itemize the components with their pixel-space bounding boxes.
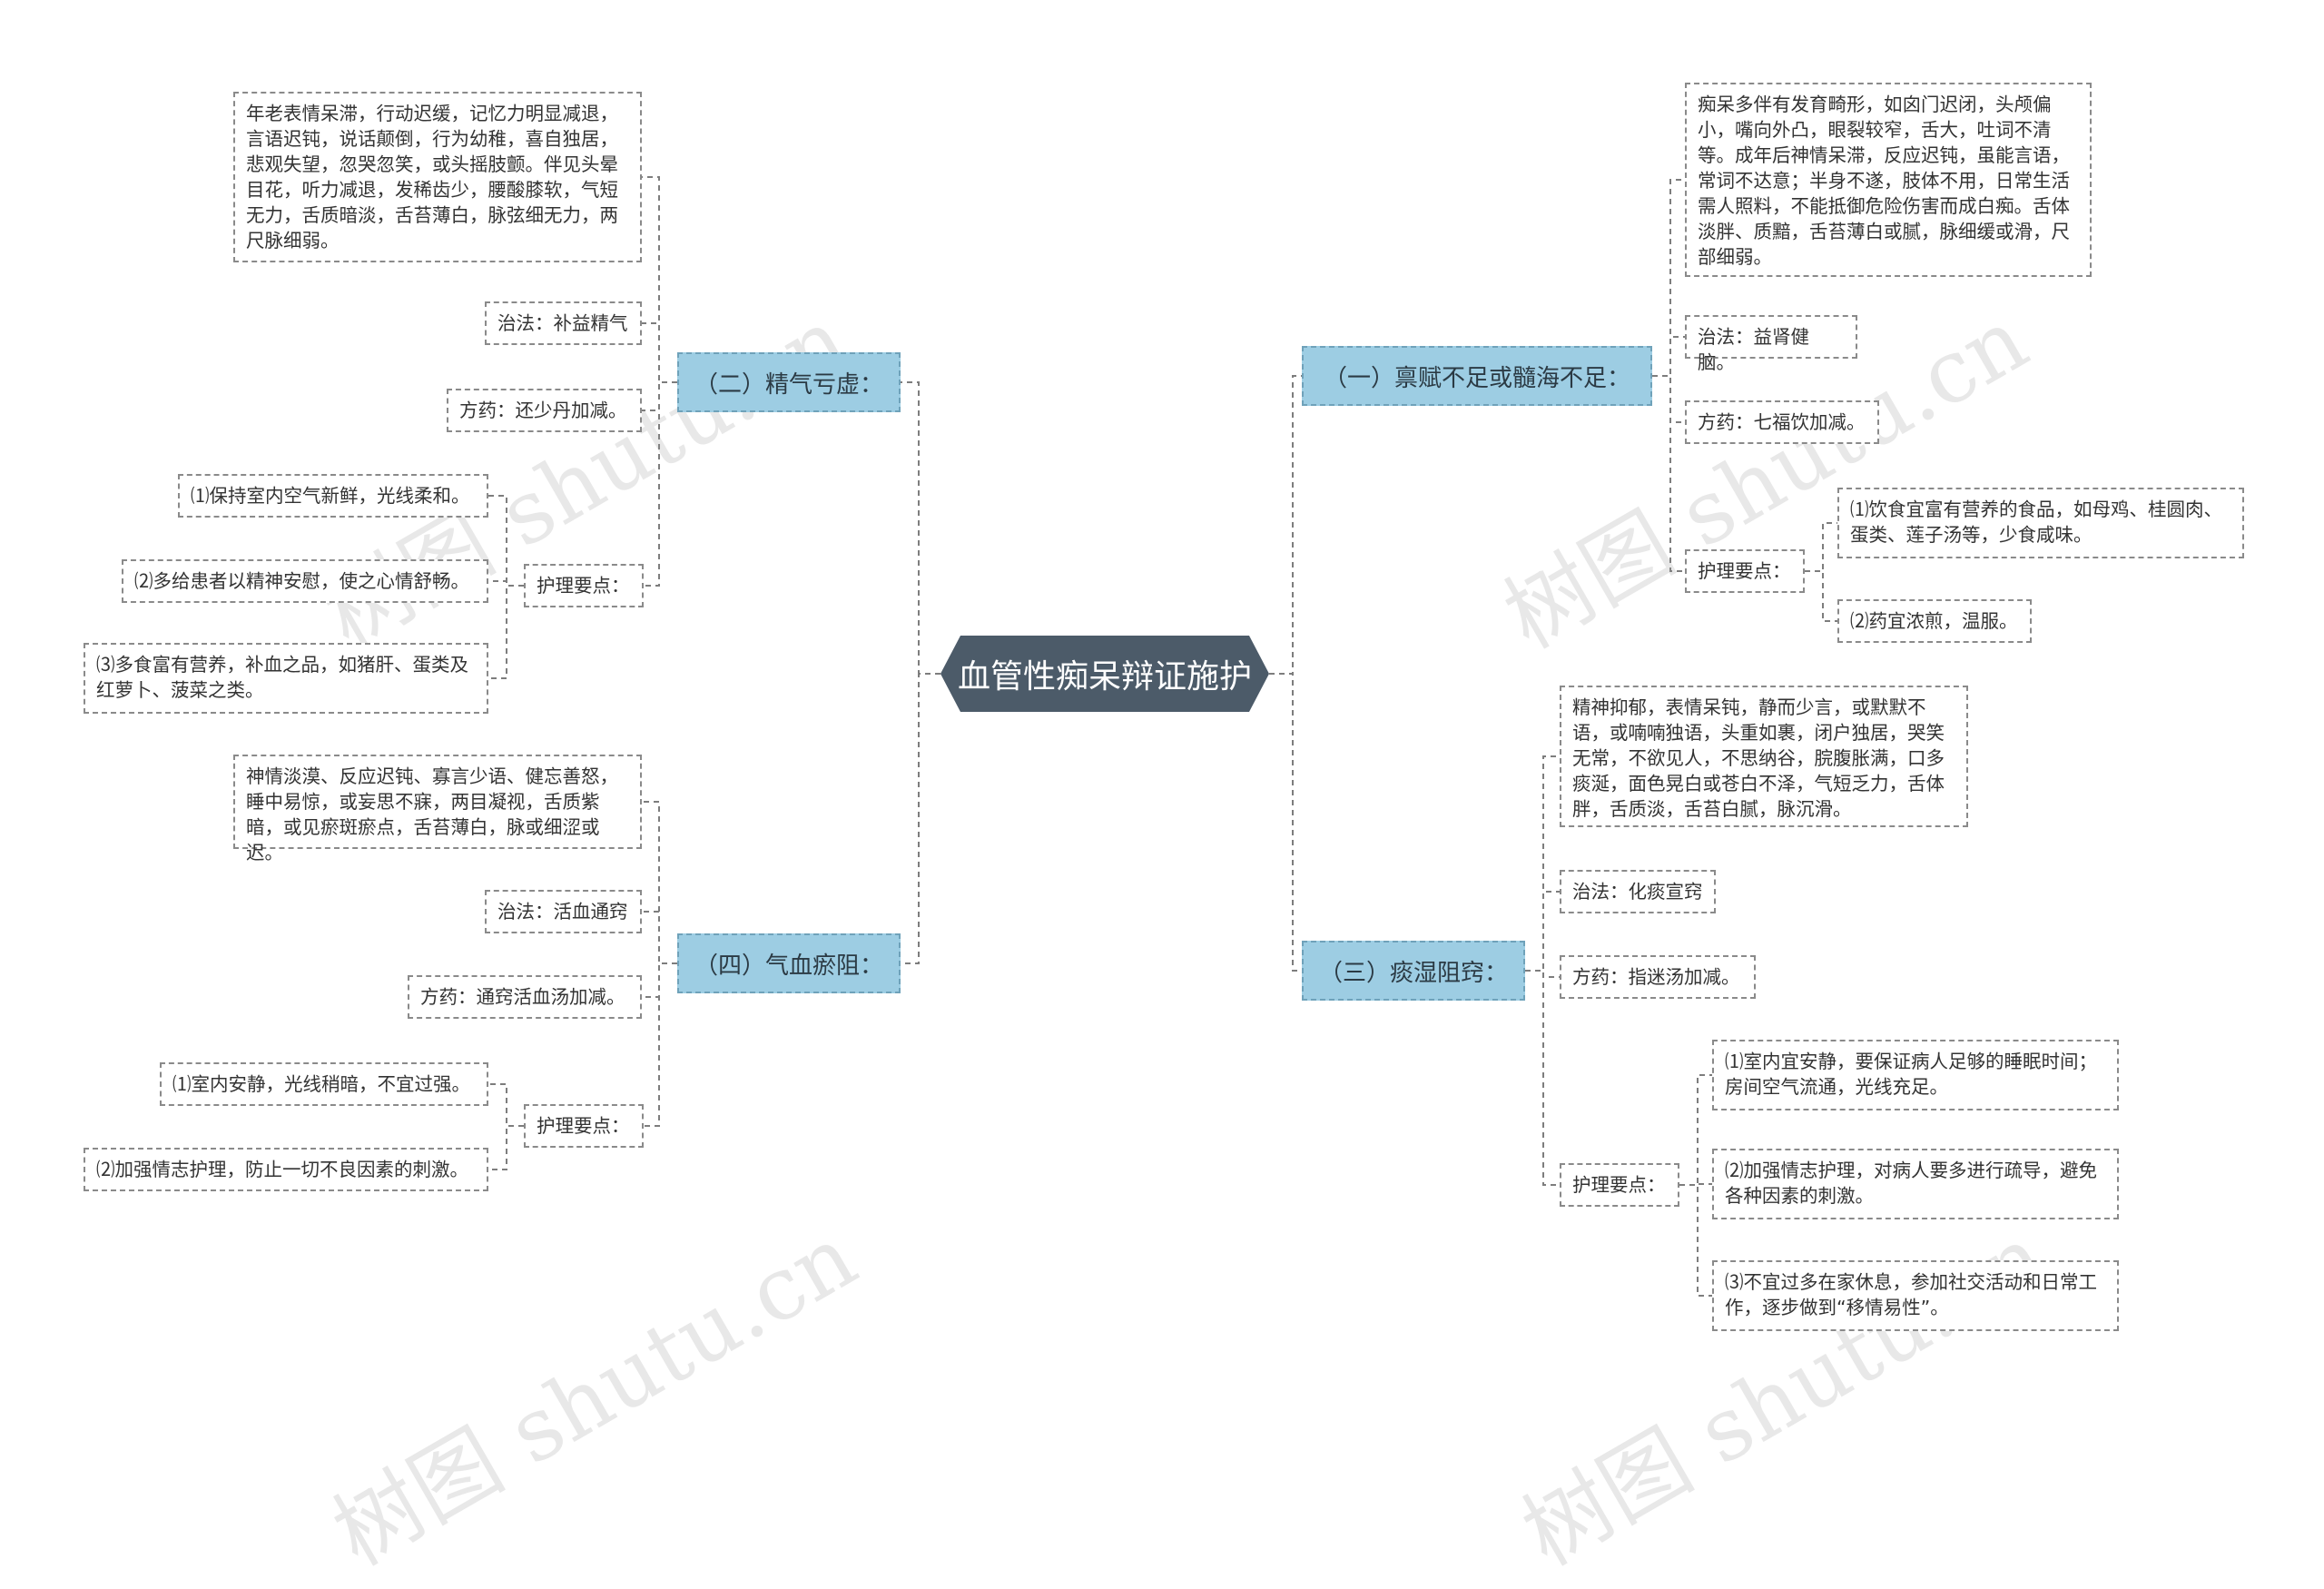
branch-2-nursing-item-1[interactable]: ⑴保持室内空气新鲜，光线柔和。	[178, 474, 488, 518]
connector	[1652, 179, 1685, 377]
branch-2-formula[interactable]: 方药：还少丹加减。	[447, 389, 642, 432]
connector	[488, 580, 524, 587]
connector-lines	[488, 176, 1837, 1297]
connector	[1652, 336, 1685, 377]
branch-4-formula[interactable]: 方药：通窍活血汤加减。	[408, 975, 642, 1019]
branch-4-treatment-method[interactable]: 治法：活血通窍	[485, 890, 642, 933]
connector	[644, 962, 677, 1127]
branch-3-nursing-item-1[interactable]: ⑴室内宜安静，要保证病人足够的睡眠时间；房间空气流通，光线充足。	[1712, 1040, 2119, 1110]
connector	[1679, 1074, 1712, 1186]
connector	[1525, 891, 1560, 972]
connector	[642, 322, 677, 383]
branch-4-nursing-item-1[interactable]: ⑴室内安静，光线稍暗，不宜过强。	[160, 1062, 488, 1106]
branch-3-title[interactable]: （三）痰湿阻窍：	[1302, 941, 1525, 1001]
mindmap-canvas: 树图 shutu.cn 树图 shutu.cn 树图 shutu.cn 树图 s…	[84, 83, 2244, 1585]
connector	[1652, 375, 1685, 572]
branch-3-treatment-method[interactable]: 治法：化痰宣窍	[1560, 870, 1716, 913]
branch-2-nursing-item-3[interactable]: ⑶多食富有营养，补血之品，如猪肝、蛋类及红萝卜、菠菜之类。	[84, 643, 488, 714]
connector	[488, 495, 524, 587]
branch-1-formula[interactable]: 方药：七福饮加减。	[1685, 400, 1879, 444]
branch-3-nursing-item-2[interactable]: ⑵加强情志护理，对病人要多进行疏导，避免各种因素的刺激。	[1712, 1149, 2119, 1219]
branch-1-nursing-label[interactable]: 护理要点：	[1685, 549, 1805, 593]
branch-2-symptoms[interactable]: 年老表情呆滞，行动迟缓，记忆力明显减退，言语迟钝，说话颠倒，行为幼稚，喜自独居，…	[233, 92, 642, 262]
root-topic[interactable]: 血管性痴呆辩证施护	[940, 636, 1269, 712]
connector	[488, 1125, 524, 1170]
connector	[488, 1083, 524, 1127]
branch-2-title[interactable]: （二）精气亏虚：	[677, 352, 901, 412]
connector	[642, 176, 677, 383]
branch-2-nursing-label[interactable]: 护理要点：	[524, 564, 644, 607]
connector	[1525, 755, 1560, 972]
branch-2-treatment-method[interactable]: 治法：补益精气	[485, 301, 642, 345]
connector	[1269, 375, 1302, 675]
connector	[1805, 522, 1837, 572]
connector	[1679, 1184, 1712, 1297]
branch-4-symptoms[interactable]: 神情淡漠、反应迟钝、寡言少语、健忘善怒，睡中易惊，或妄思不寐，两目凝视，舌质紫暗…	[233, 755, 642, 864]
branch-3-formula[interactable]: 方药：指迷汤加减。	[1560, 955, 1756, 999]
branch-3-nursing-label[interactable]: 护理要点：	[1560, 1163, 1679, 1207]
connector	[1652, 375, 1685, 423]
connector	[901, 381, 940, 675]
branch-4-nursing-label[interactable]: 护理要点：	[524, 1104, 644, 1148]
branch-2-nursing-item-2[interactable]: ⑵多给患者以精神安慰，使之心情舒畅。	[122, 559, 488, 603]
branch-3-symptoms[interactable]: 精神抑郁，表情呆钝，静而少言，或默默不语，或喃喃独语，头重如裹，闭户独居，哭笑无…	[1560, 686, 1968, 827]
connector	[644, 381, 677, 587]
branch-1-symptoms[interactable]: 痴呆多伴有发育畸形，如囟门迟闭，头颅偏小，嘴向外凸，眼裂较窄，舌大，吐词不清等。…	[1685, 83, 2092, 277]
branch-1-nursing-item-2[interactable]: ⑵药宜浓煎，温服。	[1837, 599, 2032, 643]
connector	[1805, 570, 1837, 622]
connector	[642, 911, 677, 964]
connector	[488, 585, 524, 679]
branch-1-title[interactable]: （一）禀赋不足或髓海不足：	[1302, 346, 1652, 406]
connector	[1269, 673, 1302, 972]
branch-3-nursing-item-3[interactable]: ⑶不宜过多在家休息，参加社交活动和日常工作，逐步做到“移情易性”。	[1712, 1260, 2119, 1331]
connector	[1525, 970, 1560, 1186]
branch-1-treatment-method[interactable]: 治法：益肾健脑。	[1685, 315, 1857, 373]
connector	[901, 673, 940, 964]
branch-1-nursing-item-1[interactable]: ⑴饮食宜富有营养的食品，如母鸡、桂圆肉、蛋类、莲子汤等，少食咸味。	[1837, 488, 2244, 558]
branch-4-nursing-item-2[interactable]: ⑵加强情志护理，防止一切不良因素的刺激。	[84, 1148, 488, 1191]
branch-4-title[interactable]: （四）气血瘀阻：	[677, 933, 901, 993]
